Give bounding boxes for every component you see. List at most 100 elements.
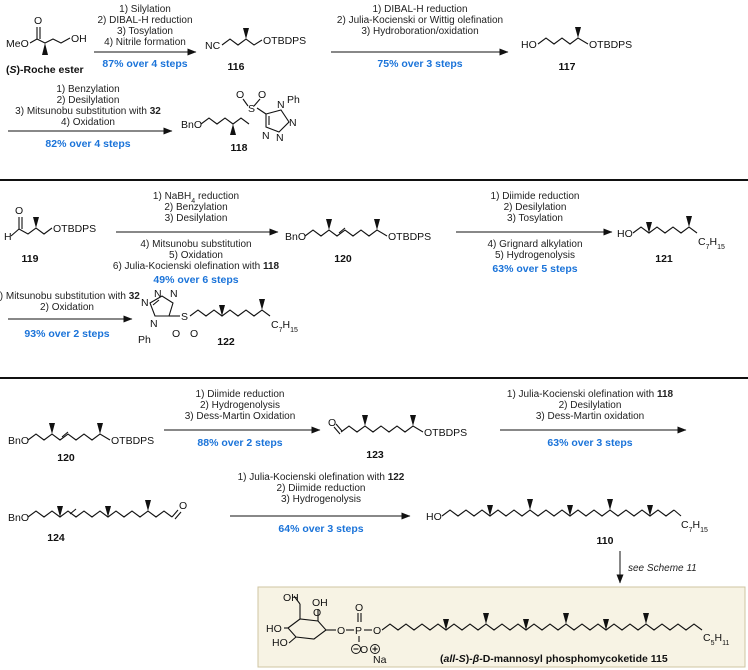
svg-text:O: O bbox=[360, 644, 368, 656]
compound-121-structure: HO C7H15 121 bbox=[617, 216, 725, 265]
roche-ester-structure: MeO O OH (S)-Roche ester bbox=[6, 15, 87, 76]
svg-text:O: O bbox=[258, 89, 266, 101]
svg-text:1) Mitsunobu substitution with: 1) Mitsunobu substitution with 32 bbox=[0, 291, 140, 302]
svg-text:Ph: Ph bbox=[287, 94, 300, 106]
svg-text:O: O bbox=[236, 89, 244, 101]
svg-text:OH: OH bbox=[312, 597, 328, 609]
compound-124-structure: BnO O 124 bbox=[8, 500, 187, 544]
svg-text:88% over 2 steps: 88% over 2 steps bbox=[197, 437, 282, 449]
svg-text:4) Oxidation: 4) Oxidation bbox=[61, 117, 115, 128]
svg-text:1) Diimide reduction: 1) Diimide reduction bbox=[491, 191, 580, 202]
svg-text:HO: HO bbox=[272, 637, 288, 649]
svg-text:O: O bbox=[172, 328, 180, 340]
svg-text:2) Benzylation: 2) Benzylation bbox=[164, 202, 227, 213]
step9-conditions: 1) Julia-Kocienski olefination with 122 … bbox=[230, 472, 411, 535]
svg-text:119: 119 bbox=[22, 253, 39, 265]
svg-text:HO: HO bbox=[426, 511, 442, 523]
svg-text:120: 120 bbox=[57, 452, 75, 464]
svg-text:BnO: BnO bbox=[285, 231, 306, 243]
svg-text:4) Grignard alkylation: 4) Grignard alkylation bbox=[487, 239, 582, 250]
svg-text:N: N bbox=[276, 132, 284, 144]
compound-122-structure: N N N N Ph S O O C7H15 122 bbox=[138, 288, 298, 348]
svg-text:93% over 2 steps: 93% over 2 steps bbox=[24, 328, 109, 340]
svg-text:3) Tosylation: 3) Tosylation bbox=[507, 213, 563, 224]
svg-text:N: N bbox=[150, 318, 158, 330]
svg-text:N: N bbox=[289, 117, 297, 129]
svg-text:O: O bbox=[328, 417, 336, 429]
svg-text:P: P bbox=[355, 625, 362, 637]
compound-116-structure: NC OTBDPS 116 bbox=[205, 28, 306, 73]
svg-text:N: N bbox=[170, 288, 178, 300]
step8-conditions: 1) Julia-Kocienski olefination with 118 … bbox=[500, 389, 687, 449]
svg-text:110: 110 bbox=[597, 535, 614, 547]
svg-text:OH: OH bbox=[71, 33, 87, 45]
compound-110-structure: HO C7H15 110 bbox=[426, 499, 708, 547]
svg-text:Ph: Ph bbox=[138, 334, 151, 346]
svg-text:BnO: BnO bbox=[8, 512, 29, 524]
svg-text:116: 116 bbox=[228, 61, 245, 73]
svg-text:4) Nitrile formation: 4) Nitrile formation bbox=[104, 37, 186, 48]
compound-123-structure: O OTBDPS 123 bbox=[328, 415, 467, 461]
svg-text:H: H bbox=[4, 231, 12, 243]
svg-text:BnO: BnO bbox=[8, 435, 29, 447]
svg-text:2) DIBAL-H reduction: 2) DIBAL-H reduction bbox=[97, 15, 192, 26]
svg-text:5) Oxidation: 5) Oxidation bbox=[169, 250, 223, 261]
step1-conditions: 1) Silylation 2) DIBAL-H reduction 3) To… bbox=[94, 4, 197, 70]
svg-text:2) Hydrogenolysis: 2) Hydrogenolysis bbox=[200, 400, 280, 411]
svg-text:S: S bbox=[248, 103, 255, 115]
svg-text:1) DIBAL-H reduction: 1) DIBAL-H reduction bbox=[372, 4, 467, 15]
svg-text:C7H15: C7H15 bbox=[681, 519, 708, 534]
svg-text:HO: HO bbox=[521, 39, 537, 51]
svg-text:6) Julia-Kocienski olefination: 6) Julia-Kocienski olefination with 118 bbox=[113, 261, 280, 272]
compound-119-structure: H O OTBDPS 119 bbox=[4, 205, 96, 265]
svg-text:124: 124 bbox=[47, 532, 65, 544]
compound-120-repeat-structure: BnO OTBDPS 120 bbox=[8, 423, 154, 464]
step7-conditions: 1) Diimide reduction 2) Hydrogenolysis 3… bbox=[164, 389, 321, 449]
svg-text:O: O bbox=[337, 625, 345, 637]
svg-text:1) Julia-Kocienski olefination: 1) Julia-Kocienski olefination with 122 bbox=[238, 472, 405, 483]
svg-text:82% over 4 steps: 82% over 4 steps bbox=[45, 138, 130, 150]
svg-text:4) Mitsunobu substitution: 4) Mitsunobu substitution bbox=[140, 239, 251, 250]
svg-text:118: 118 bbox=[231, 142, 248, 154]
svg-text:O: O bbox=[190, 328, 198, 340]
svg-text:O: O bbox=[355, 602, 363, 614]
svg-text:63% over 5 steps: 63% over 5 steps bbox=[492, 263, 577, 275]
svg-text:N: N bbox=[141, 297, 149, 309]
svg-text:OTBDPS: OTBDPS bbox=[388, 231, 431, 243]
svg-text:N: N bbox=[262, 130, 270, 142]
svg-text:1) Diimide reduction: 1) Diimide reduction bbox=[196, 389, 285, 400]
svg-text:121: 121 bbox=[655, 253, 673, 265]
svg-text:2) Diimide reduction: 2) Diimide reduction bbox=[277, 483, 366, 494]
step2-conditions: 1) DIBAL-H reduction 2) Julia-Kocienski … bbox=[331, 4, 509, 70]
step3-conditions: 1) Benzylation 2) Desilylation 3) Mitsun… bbox=[8, 84, 173, 150]
svg-text:N: N bbox=[154, 288, 162, 300]
svg-text:O: O bbox=[179, 500, 187, 512]
svg-text:3) Tosylation: 3) Tosylation bbox=[117, 26, 173, 37]
svg-text:C7H15: C7H15 bbox=[698, 236, 725, 251]
svg-text:O: O bbox=[313, 607, 321, 619]
svg-text:2) Oxidation: 2) Oxidation bbox=[40, 302, 94, 313]
svg-text:N: N bbox=[277, 99, 285, 111]
svg-text:OH: OH bbox=[283, 592, 299, 604]
svg-text:1) Benzylation: 1) Benzylation bbox=[56, 84, 119, 95]
svg-text:3) Hydroboration/oxidation: 3) Hydroboration/oxidation bbox=[361, 26, 478, 37]
svg-text:HO: HO bbox=[617, 228, 633, 240]
svg-text:2) Julia-Kocienski or Wittig o: 2) Julia-Kocienski or Wittig olefination bbox=[337, 15, 503, 26]
svg-text:123: 123 bbox=[366, 449, 384, 461]
svg-text:O: O bbox=[15, 205, 23, 217]
svg-text:49% over 6 steps: 49% over 6 steps bbox=[153, 274, 238, 286]
svg-text:2) Desilylation: 2) Desilylation bbox=[559, 400, 622, 411]
svg-text:O: O bbox=[34, 15, 42, 27]
step4-conditions: 1) NaBH4 reduction 2) Benzylation 3) Des… bbox=[113, 191, 280, 286]
svg-text:NC: NC bbox=[205, 40, 221, 52]
svg-text:S: S bbox=[181, 311, 188, 323]
svg-text:3) Mitsunobu substitution with: 3) Mitsunobu substitution with 32 bbox=[15, 106, 161, 117]
svg-text:3) Desilylation: 3) Desilylation bbox=[165, 213, 228, 224]
roche-ester-label: (S)-Roche ester bbox=[6, 64, 84, 76]
svg-text:HO: HO bbox=[266, 623, 282, 635]
compound-115-structure: OH O OH HO HO O P O O Na O C5H11 (all-S)… bbox=[266, 592, 729, 666]
svg-text:OTBDPS: OTBDPS bbox=[263, 35, 306, 47]
step5-conditions: 1) Diimide reduction 2) Desilylation 3) … bbox=[456, 191, 613, 275]
svg-text:OTBDPS: OTBDPS bbox=[53, 223, 96, 235]
